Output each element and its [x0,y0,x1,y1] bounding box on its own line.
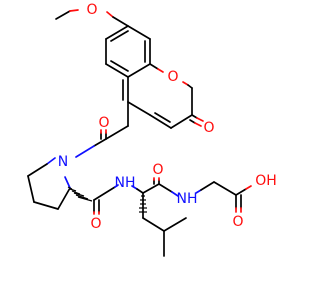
proline-ring [27,157,71,210]
proline-carbonyl-oxygen-label: O [90,216,101,232]
pyranone-ring [122,63,193,129]
proline-carbonyl [93,184,119,215]
structure-canvas: O O O O N NH O O NH OH O [27,2,277,257]
acid-carbonyl-oxygen-label: O [232,214,243,230]
proline-hash-bond [67,186,93,202]
leucine-carbonyl-oxygen-label: O [152,162,163,178]
acid-hydroxyl-label: OH [255,173,277,189]
proline-nitrogen-label: N [58,154,68,170]
lactone-carbonyl-oxygen-label: O [203,120,214,136]
lactone-carbonyl [189,114,204,127]
lactone-oxygen-label: O [167,69,178,85]
glycine-acid [195,181,252,213]
leucine-hash-bond [139,195,147,213]
amide-nh-label: NH [115,175,136,191]
methoxy-oxygen-label: O [86,2,97,18]
acetyl-linker [75,101,129,158]
leucine-residue [131,177,187,257]
methoxy-group [55,9,129,27]
benzene-ring [105,25,151,78]
atom-labels: O O O O N NH O O NH OH O [58,2,277,232]
acyl-carbonyl-oxygen-label: O [98,115,109,131]
chemical-structure-diagram: O O O O N NH O O NH OH O [27,2,277,257]
glycine-nh-label: NH [177,191,198,207]
